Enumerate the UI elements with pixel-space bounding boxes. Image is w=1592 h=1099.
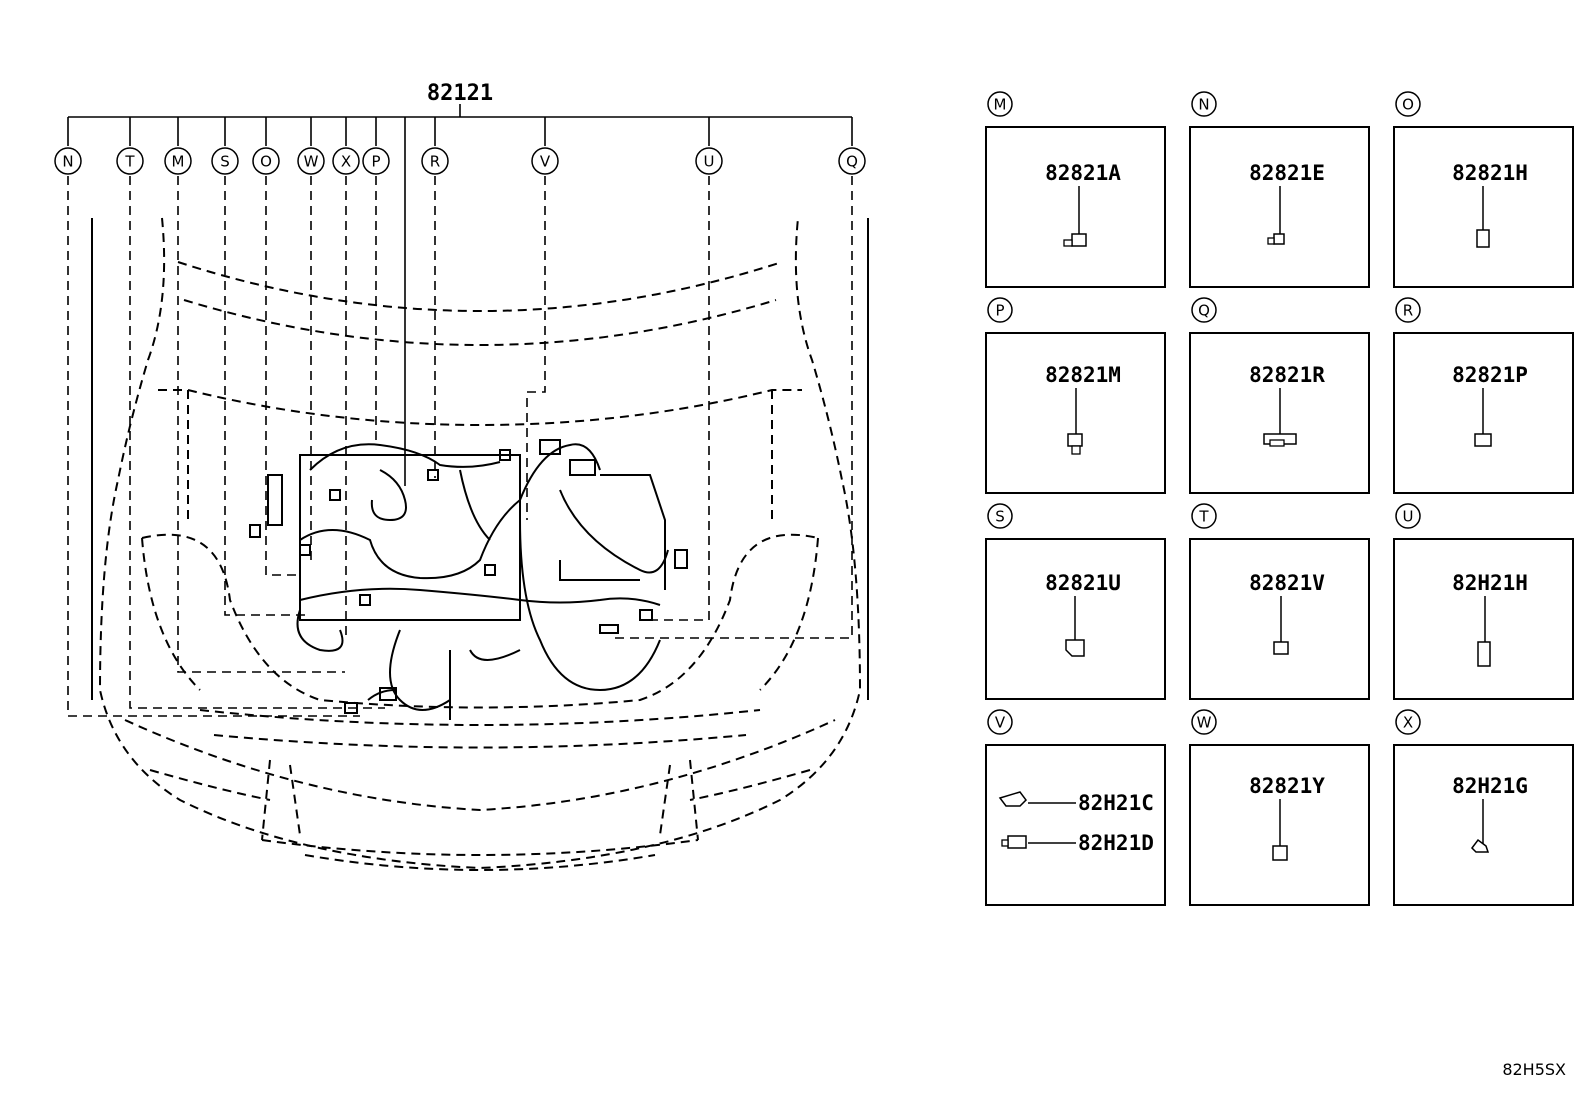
- panel-letter: V: [995, 714, 1006, 732]
- callout-q[interactable]: Q: [838, 147, 866, 175]
- connector-icon: [1474, 433, 1492, 447]
- callout-leader-lines: [67, 104, 853, 717]
- panel-letter: R: [1403, 302, 1413, 320]
- panel-letter: W: [1197, 714, 1212, 732]
- callout-letter: T: [124, 153, 135, 171]
- connector-icon: [998, 791, 1027, 807]
- callout-letter: S: [220, 153, 230, 171]
- callout-v[interactable]: V: [531, 147, 559, 175]
- callout-o[interactable]: O: [252, 147, 280, 175]
- panel-s[interactable]: S 82821U: [985, 503, 1166, 700]
- engine-wire-harness: [249, 439, 688, 720]
- connector-icon: [1067, 433, 1083, 455]
- part-number: 82821U: [1045, 571, 1121, 595]
- panel-p[interactable]: P 82821M: [985, 297, 1166, 494]
- part-number: 82821M: [1045, 363, 1121, 387]
- connector-icon: [1273, 641, 1289, 655]
- detail-panels: M 82821A N 82821E O 82821H P: [985, 91, 1574, 906]
- diagram-code: 82H5SX: [1502, 1060, 1566, 1079]
- callout-p[interactable]: P: [362, 147, 390, 175]
- panel-letter: Q: [1198, 302, 1210, 320]
- part-number: 82H21C: [1078, 791, 1154, 815]
- connector-icon: [1263, 433, 1297, 447]
- panel-letter: N: [1198, 96, 1209, 114]
- callout-n[interactable]: N: [54, 147, 82, 175]
- callout-letter: P: [371, 153, 380, 171]
- main-part-number: 82121: [427, 81, 493, 106]
- part-number: 82H21G: [1452, 774, 1528, 798]
- part-number: 82821R: [1249, 363, 1325, 387]
- callout-x[interactable]: X: [332, 147, 360, 175]
- connector-icon: [1477, 641, 1491, 667]
- connector-icon: [1267, 233, 1285, 245]
- callout-letter: W: [304, 153, 319, 171]
- callout-letter: R: [430, 153, 440, 171]
- part-number: 82821V: [1249, 571, 1325, 595]
- panel-w[interactable]: W 82821Y: [1189, 709, 1370, 906]
- part-number: 82H21D: [1078, 831, 1154, 855]
- callout-t[interactable]: T: [116, 147, 144, 175]
- panel-letter: T: [1198, 508, 1209, 526]
- panel-letter: S: [995, 508, 1005, 526]
- callout-r[interactable]: R: [421, 147, 449, 175]
- part-number: 82821Y: [1249, 774, 1325, 798]
- callout-s[interactable]: S: [211, 147, 239, 175]
- vehicle-front-illustration: [91, 217, 869, 871]
- panel-u[interactable]: U 82H21H: [1393, 503, 1574, 700]
- part-number: 82821A: [1045, 161, 1121, 185]
- panel-letter: O: [1402, 96, 1414, 114]
- part-number: 82821P: [1452, 363, 1528, 387]
- connector-icon: [1001, 835, 1027, 849]
- panel-q[interactable]: Q 82821R: [1189, 297, 1370, 494]
- panel-letter: M: [994, 96, 1007, 114]
- part-number: 82821H: [1452, 161, 1528, 185]
- connector-icon: [1471, 838, 1490, 853]
- panel-v[interactable]: V 82H21C 82H21D: [985, 709, 1166, 906]
- panel-letter: X: [1403, 714, 1413, 732]
- callout-letter: X: [341, 153, 351, 171]
- callout-letter: O: [260, 153, 272, 171]
- callout-u[interactable]: U: [695, 147, 723, 175]
- main-callouts: N T M S O W X P R V U Q: [54, 147, 866, 175]
- part-number: 82H21H: [1452, 571, 1528, 595]
- panel-letter: P: [995, 302, 1004, 320]
- connector-icon: [1476, 229, 1490, 248]
- panel-letter: U: [1403, 508, 1414, 526]
- connector-icon: [1065, 639, 1085, 657]
- callout-letter: U: [704, 153, 715, 171]
- panel-r[interactable]: R 82821P: [1393, 297, 1574, 494]
- connector-icon: [1063, 233, 1087, 247]
- connector-icon: [1272, 845, 1288, 861]
- panel-n[interactable]: N 82821E: [1189, 91, 1370, 288]
- panel-m[interactable]: M 82821A: [985, 91, 1166, 288]
- callout-m[interactable]: M: [164, 147, 192, 175]
- callout-letter: Q: [846, 153, 858, 171]
- panel-t[interactable]: T 82821V: [1189, 503, 1370, 700]
- callout-w[interactable]: W: [297, 147, 325, 175]
- callout-letter: M: [172, 153, 185, 171]
- panel-o[interactable]: O 82821H: [1393, 91, 1574, 288]
- panel-x[interactable]: X 82H21G: [1393, 709, 1574, 906]
- callout-letter: V: [540, 153, 551, 171]
- callout-letter: N: [62, 153, 73, 171]
- part-number: 82821E: [1249, 161, 1325, 185]
